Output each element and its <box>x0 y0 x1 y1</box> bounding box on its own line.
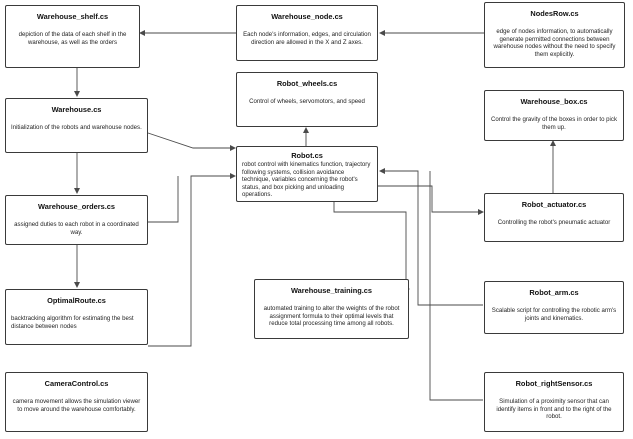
node-description: Controlling the robot's pneumatic actuat… <box>497 219 611 226</box>
node-robot-wheels: Robot_wheels.cs Control of wheels, servo… <box>236 72 378 127</box>
node-warehouse-box: Warehouse_box.cs Control the gravity of … <box>484 90 624 141</box>
node-description: Initialization of the robots and warehou… <box>11 124 142 131</box>
node-description: automated training to alter the weights … <box>263 305 400 328</box>
node-title: OptimalRoute.cs <box>47 296 106 305</box>
node-description: Simulation of a proximity sensor that ca… <box>496 398 612 421</box>
edge-warehouse-to-robot <box>147 132 236 151</box>
node-robot-right-sensor: Robot_rightSensor.cs Simulation of a pro… <box>484 372 624 432</box>
node-nodes-row: NodesRow.cs edge of nodes information, t… <box>484 2 625 68</box>
node-robot-arm: Robot_arm.cs Scalable script for control… <box>484 281 624 334</box>
node-warehouse-node: Warehouse_node.cs Each node's informatio… <box>236 5 378 61</box>
node-description: Scalable script for controlling the robo… <box>491 307 617 322</box>
node-warehouse: Warehouse.cs Initialization of the robot… <box>5 98 148 153</box>
edge-robot-to-actuator <box>378 185 484 215</box>
node-title: Robot.cs <box>291 151 323 160</box>
node-warehouse-training: Warehouse_training.cs automated training… <box>254 279 409 339</box>
node-robot: Robot.cs robot control with kinematics f… <box>236 146 378 202</box>
node-title: Warehouse_box.cs <box>520 97 588 106</box>
node-optimal-route: OptimalRoute.cs backtracking algorithm f… <box>5 289 148 345</box>
node-title: Warehouse.cs <box>51 105 102 114</box>
node-description: Control of wheels, servomotors, and spee… <box>249 98 365 105</box>
node-warehouse-shelf: Warehouse_shelf.cs depiction of the data… <box>5 5 140 68</box>
node-title: Warehouse_shelf.cs <box>36 12 109 21</box>
edge-orders-to-robot <box>148 176 179 223</box>
node-camera-control: CameraControl.cs camera movement allows … <box>5 372 148 432</box>
node-title: NodesRow.cs <box>530 9 579 18</box>
node-warehouse-orders: Warehouse_orders.cs assigned duties to e… <box>5 195 148 245</box>
edge-robot-to-training <box>333 200 410 292</box>
node-description: assigned duties to each robot in a coord… <box>14 221 139 236</box>
node-title: Warehouse_orders.cs <box>38 202 115 211</box>
node-description: edge of nodes information, to automatica… <box>493 28 616 58</box>
node-title: Robot_wheels.cs <box>276 79 338 88</box>
node-title: Warehouse_training.cs <box>290 286 373 295</box>
node-description: Each node's information, edges, and circ… <box>243 31 371 46</box>
node-title: Warehouse_node.cs <box>271 12 343 21</box>
node-description: backtracking algorithm for estimating th… <box>11 315 134 330</box>
node-description: depiction of the data of each shelf in t… <box>18 31 127 46</box>
edge-sensor-to-robot <box>429 171 483 401</box>
edge-arm-to-robot <box>379 168 483 306</box>
node-title: CameraControl.cs <box>44 379 109 388</box>
node-description: Control the gravity of the boxes in orde… <box>490 116 617 131</box>
node-title: Robot_rightSensor.cs <box>515 379 593 388</box>
node-robot-actuator: Robot_actuator.cs Controlling the robot'… <box>484 193 624 242</box>
node-description: camera movement allows the simulation vi… <box>12 398 141 413</box>
node-title: Robot_arm.cs <box>529 288 579 297</box>
node-description: robot control with kinematics function, … <box>242 161 371 199</box>
edge-route-to-robot <box>148 173 236 347</box>
node-title: Robot_actuator.cs <box>521 200 587 209</box>
